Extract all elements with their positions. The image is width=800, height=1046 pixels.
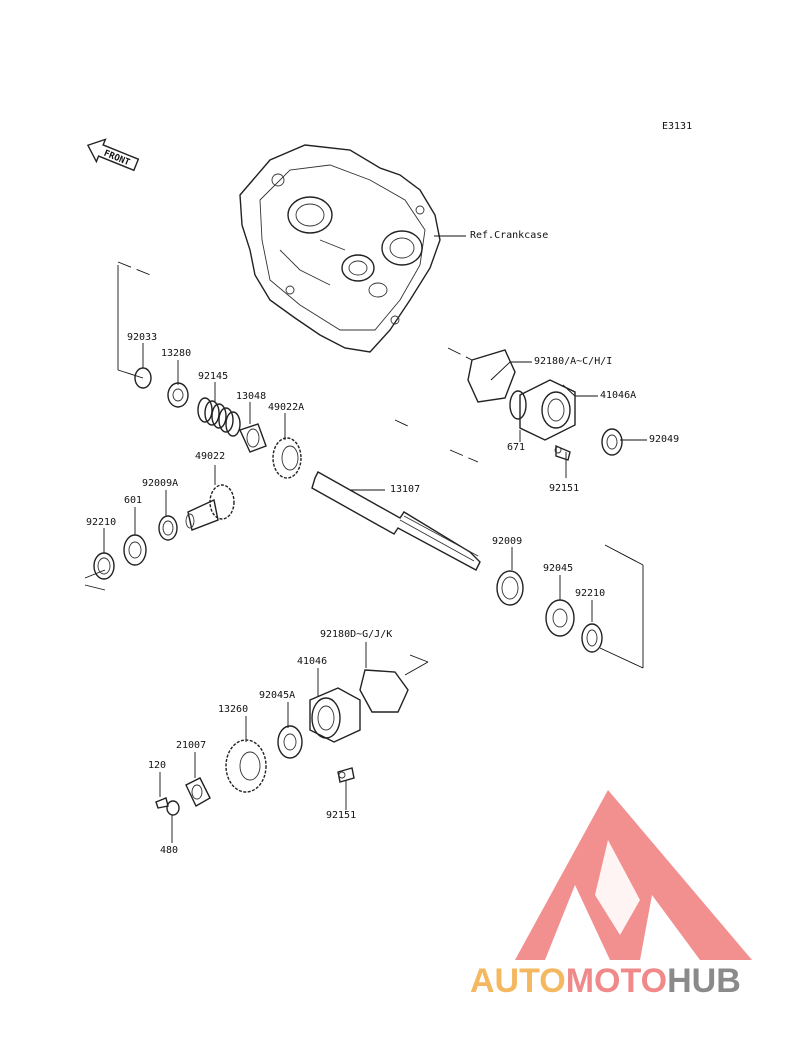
part-92145-spring <box>197 397 241 437</box>
front-arrow-label: FRONT <box>102 149 131 169</box>
part-label: 92009 <box>492 536 523 547</box>
part-label: 601 <box>124 495 143 506</box>
part-13260-gear <box>225 739 267 793</box>
part-49022A-gear <box>272 437 302 479</box>
part-13048-collar <box>239 423 267 453</box>
part-label: 92145 <box>198 371 229 382</box>
part-label: 92180D~G/J/K <box>320 629 393 640</box>
axis-lines <box>84 261 644 676</box>
part-92045-bearing <box>545 599 575 637</box>
part-label: 13107 <box>390 484 421 495</box>
part-92151-bolt-upper <box>554 444 571 461</box>
part-label: 92045 <box>543 563 574 574</box>
part-92151-bolt-lower <box>337 767 355 783</box>
part-label: 671 <box>507 442 526 453</box>
leader-lines <box>103 235 647 843</box>
part-13107-shaft <box>311 471 481 571</box>
part-label: 92049 <box>649 434 680 445</box>
part-label: 92045A <box>259 690 296 701</box>
part-label: 92210 <box>575 588 606 599</box>
part-label: 13260 <box>218 704 249 715</box>
part-label: 92151 <box>549 483 580 494</box>
part-label: 13280 <box>161 348 192 359</box>
part-92210-seal-left <box>93 552 115 580</box>
part-label: 92033 <box>127 332 158 343</box>
part-label: 92009A <box>142 478 179 489</box>
part-92009A-ring <box>158 515 178 541</box>
part-92033-circlip <box>134 367 152 389</box>
part-92049-seal <box>601 428 623 456</box>
part-label: 13048 <box>236 391 267 402</box>
watermark-moto: MOTO <box>565 962 668 1000</box>
part-49022-gear-shaft <box>185 484 235 531</box>
part-21007-sensor <box>185 777 211 807</box>
part-92045A-bearing <box>277 725 303 759</box>
part-92009-ring <box>496 570 524 606</box>
part-92210-seal-right <box>581 623 603 653</box>
part-92180-gasket-upper <box>467 349 516 403</box>
watermark-text: AUTOMOTOHUB <box>470 962 741 1001</box>
ref-crankcase-label: Ref.Crankcase <box>470 230 549 241</box>
part-label: 120 <box>148 760 167 771</box>
watermark-auto: AUTO <box>470 962 566 1000</box>
part-label: 21007 <box>176 740 207 751</box>
part-41046-housing <box>309 687 361 743</box>
part-label: 41046A <box>600 390 637 401</box>
front-arrow-icon: FRONT <box>86 138 140 172</box>
part-92180-gasket-lower <box>359 669 409 713</box>
part-41046A-housing <box>509 379 576 441</box>
diagram-code: E3131 <box>662 121 693 132</box>
part-120-bolt <box>155 797 169 809</box>
part-label: 92210 <box>86 517 117 528</box>
part-label: 92151 <box>326 810 357 821</box>
part-label: 480 <box>160 845 179 856</box>
watermark-hub: HUB <box>667 962 741 1000</box>
part-13280-bearing <box>167 382 189 408</box>
part-601-bearing <box>123 534 147 566</box>
part-label: 49022 <box>195 451 226 462</box>
part-label: 92180/A~C/H/I <box>534 356 613 367</box>
watermark-logo-icon <box>515 790 752 960</box>
crankcase-housing <box>239 144 441 353</box>
part-label: 49022A <box>268 402 305 413</box>
part-label: 41046 <box>297 656 328 667</box>
part-480-oring <box>166 800 180 816</box>
